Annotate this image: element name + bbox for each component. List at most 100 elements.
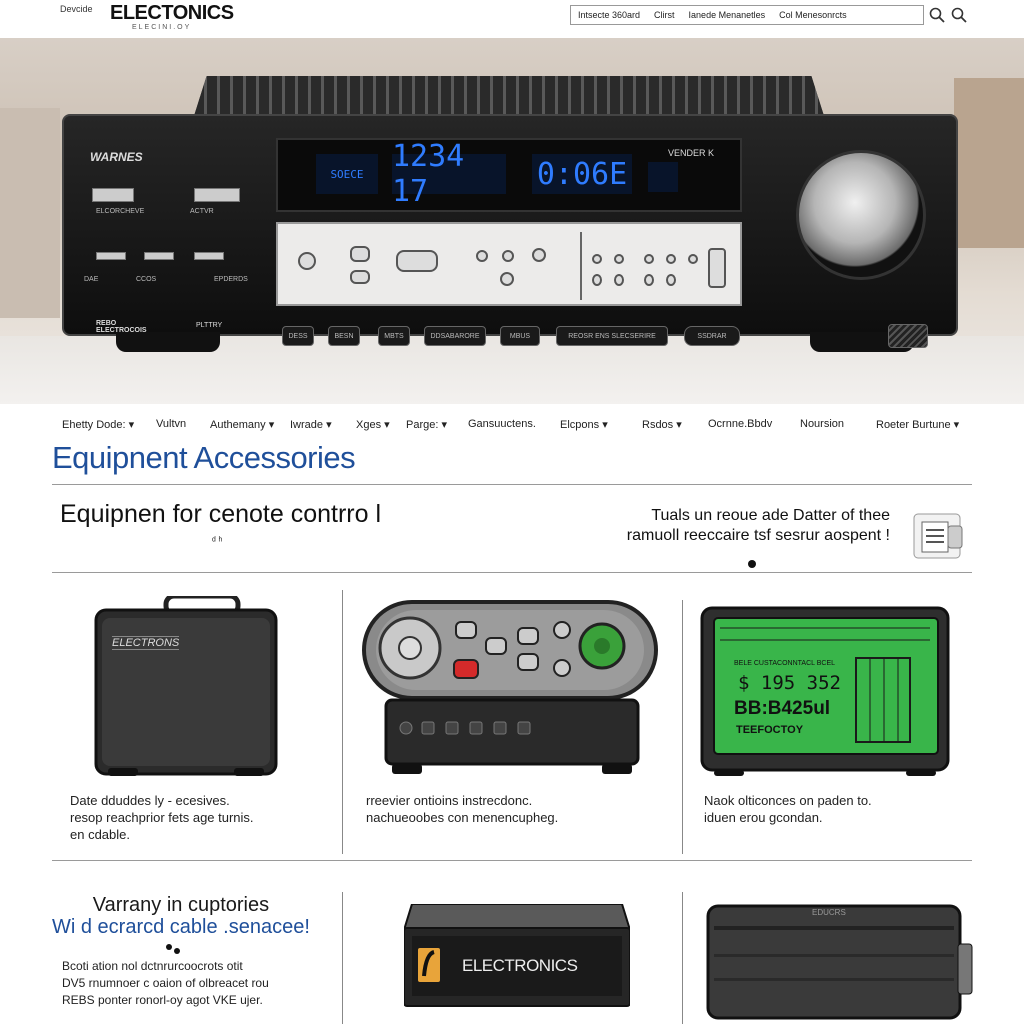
divider [52,572,972,573]
receiver-input-button: MBUS [500,326,540,346]
hard-case-image [94,593,278,776]
search-bar[interactable]: Intsecte 360ard Clirst Ianede Menanetles… [570,5,924,25]
nav-item[interactable]: Xges ▾ [356,419,390,431]
receiver-label: CCOS [136,276,157,283]
product-green-display-unit[interactable]: BELE CUSTACONNTACL BCEL $ 195 352 BB:B42… [700,606,950,776]
green-display-unit-image [700,606,950,776]
promo-line: ramuoll reeccaire tsf sesrur aospent ! [626,527,890,544]
nav-item[interactable]: Iwrade ▾ [290,419,332,431]
hard-case-label: ELECTRONS [112,636,180,650]
panel-knob [708,248,726,288]
receiver-button [194,252,224,260]
small-brand: Devcide [60,4,93,14]
receiver-control-panel [276,222,742,306]
site-logo[interactable]: ELECTONICS [110,2,234,24]
hero-banner: WARNES ELCORCHEVE ACTVR DAE CCOS EPDERDS… [0,38,1024,404]
nav-item[interactable]: Gansuuctens. [468,418,536,430]
screen-line: BELE CUSTACONNTACL BCEL [734,660,836,667]
zoom-icon[interactable] [950,6,968,24]
bullet-dot [166,944,172,950]
panel-knob [666,254,676,264]
display-segment: 0:06E [532,154,632,194]
receiver-input-button: DDSABARORE [424,326,486,346]
panel-knob [592,254,602,264]
receiver-label: REBO ELECTROCOIS [96,320,147,334]
panel-knob [298,252,316,270]
product-electronics-box[interactable]: ELECTRONICS [402,903,632,1008]
nav-item[interactable]: Vultvn [156,418,187,430]
chevron-down-icon: ▾ [676,419,682,431]
panel-knob [644,274,654,286]
column-divider [682,892,683,1024]
panel-knob [614,274,624,286]
panel-knob [592,274,602,286]
caption-line: REBS ponter ronorl-oy agot VKE ujer. [62,993,263,1007]
search-link-1[interactable]: Intsecte 360ard [578,10,641,20]
background-wall-left [0,108,60,318]
panel-knob [350,246,370,262]
chevron-down-icon: ▾ [953,419,960,431]
search-icon[interactable] [928,6,946,24]
nav-item[interactable]: Ehetty Dode: ▾ [62,419,135,431]
panel-knob [350,270,370,284]
product-hard-case[interactable]: ELECTRONS [94,593,278,780]
sub-title-mark: ᵈ ʰ [212,536,223,547]
panel-knob [532,248,546,262]
promo-line: Tuals un reoue ade Datter of thee [651,507,890,524]
receiver-label: DAE [84,276,99,283]
bottom-title-line: Wi d ecrarcd cable .senacee! [52,916,310,938]
nav-item[interactable]: Parge: ▾ [406,419,448,431]
receiver-label: PLTTRY [196,322,223,329]
nav-item[interactable]: Noursion [800,418,845,430]
nav-item[interactable]: Elcpons ▾ [560,419,608,431]
receiver-foot-left [116,332,220,352]
receiver-label: ELCORCHEVE [96,208,145,215]
panel-knob [396,250,438,272]
receiver-button [194,188,240,202]
divider [52,860,972,861]
receiver-input-button: REOSR ENS SLECSERIRE [556,326,668,346]
divider [52,484,972,485]
background-wall-right [954,78,1024,248]
search-link-4[interactable]: Col Menesonrcts [779,10,847,20]
chevron-down-icon: ▾ [441,419,448,431]
remote-control-image [362,600,658,774]
top-bar: Devcide ELECTONICS ELECINI.OY Intsecte 3… [0,0,1024,38]
chevron-down-icon: ▾ [268,419,275,431]
panel-knob [500,272,514,286]
caption-line: en cdable. [70,827,130,842]
chevron-down-icon: ▾ [326,419,332,431]
promo-text: Tuals un reoue ade Datter of thee ramuol… [560,506,890,546]
search-link-3[interactable]: Ianede Menanetles [688,10,766,20]
bottom-title-line: Varrany in cuptories [92,894,270,916]
panel-knob [614,254,624,264]
search-link-2[interactable]: Clirst [654,10,675,20]
bottom-title: Varrany in cuptories Wi d ecrarcd cable … [52,894,310,938]
receiver-brand: WARNES [90,150,143,164]
panel-divider [580,232,582,300]
receiver-label: ACTVR [190,208,214,215]
shopping-bag-icon[interactable] [908,504,968,560]
nav-item[interactable]: Ocrnne.Bbdv [708,418,773,430]
panel-knob [476,250,488,262]
panel-knob [688,254,698,264]
receiver-button [144,252,174,260]
product-dark-case[interactable]: EDUCRS [704,904,974,1020]
chevron-down-icon: ▾ [128,419,135,431]
nav-item[interactable]: Authemany ▾ [210,419,275,431]
chevron-down-icon: ▾ [602,419,608,431]
panel-knob [666,274,676,286]
product-remote-control[interactable] [362,600,658,776]
caption-line: Date dduddes ly - ecesives. [70,793,230,808]
nav-item[interactable]: Roeter Burtune ▾ [876,419,960,431]
caption-line: DV5 rnumnoer c oaion of olbreacet rou [62,976,269,990]
receiver-display: SOECE 1234 17 0:06E VENDER K [276,138,742,212]
receiver-input-button: MBTS [378,326,410,346]
receiver-button [92,188,134,202]
nav-item[interactable]: Rsdos ▾ [642,419,682,431]
product-caption: Naok olticonces on paden to. iduen erou … [704,792,872,826]
screen-line: BB:B425ul [734,698,831,719]
screen-line: $ 195 352 [738,672,841,694]
display-segment: SOECE [316,154,378,194]
category-nav: Ehetty Dode: ▾ Vultvn Authemany ▾ Iwrade… [0,414,1024,438]
